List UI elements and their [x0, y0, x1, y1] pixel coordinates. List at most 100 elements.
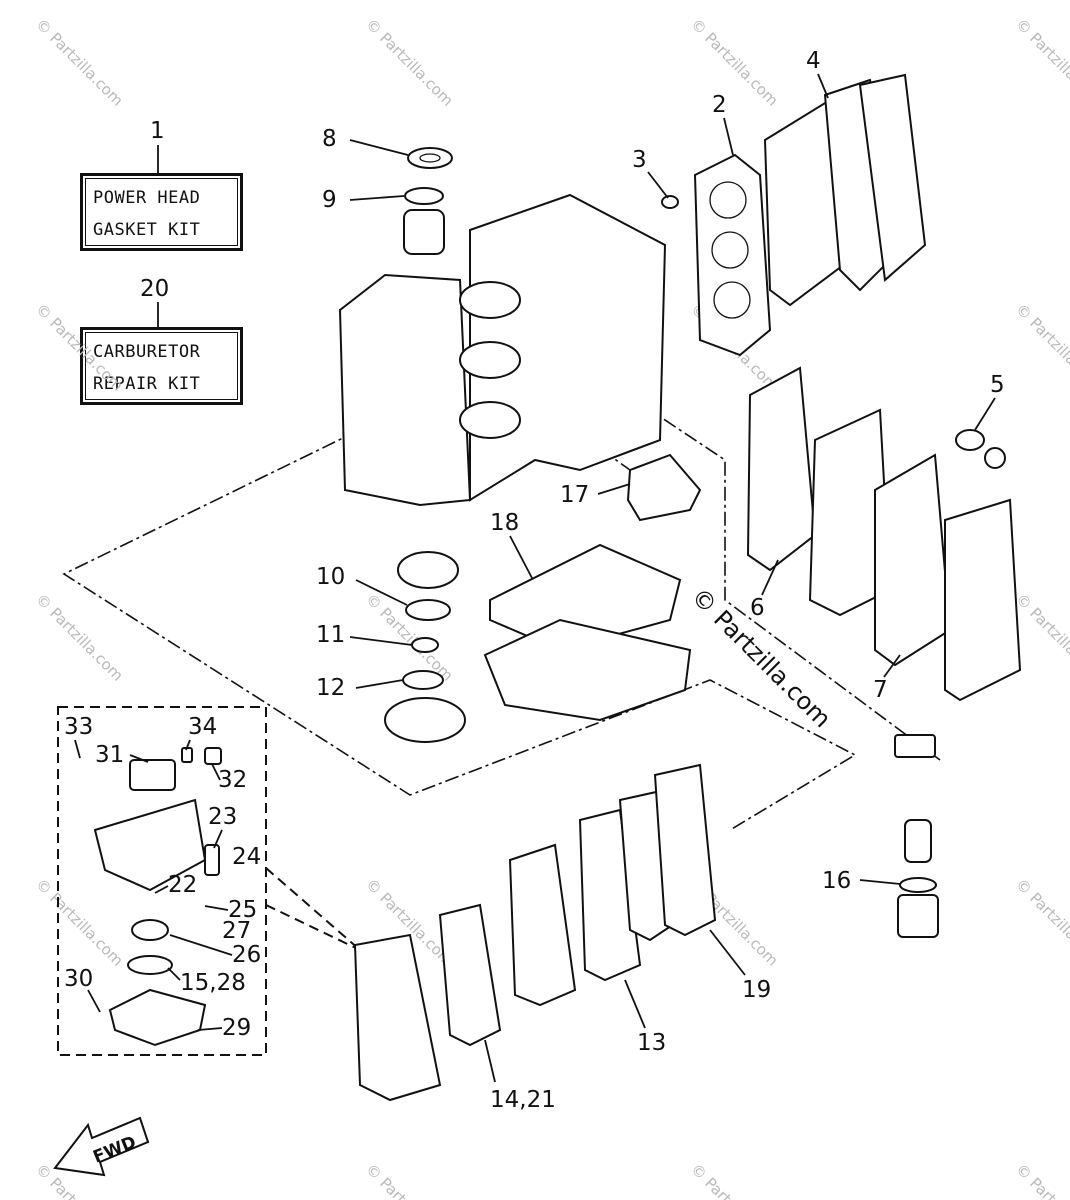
leader-line — [484, 1039, 496, 1083]
callout-31: 31 — [95, 742, 124, 768]
leader-line — [197, 1027, 223, 1031]
callout-17: 17 — [560, 482, 589, 508]
callout-16: 16 — [822, 868, 851, 894]
leader-line — [974, 397, 996, 431]
oil-seal-11 — [411, 637, 439, 653]
thermostat-base — [897, 894, 939, 938]
carburetor-kit-line1: CARBURETOR — [93, 342, 201, 362]
carburetor-float-bowl — [108, 988, 207, 1047]
watermark: © Partzilla.com — [687, 1160, 782, 1200]
jet-23 — [204, 844, 220, 876]
callout-11: 11 — [316, 622, 345, 648]
callout-23: 23 — [208, 804, 237, 830]
callout-3: 3 — [632, 147, 647, 173]
housing-cap — [384, 697, 466, 743]
watermark: © Partzilla.com — [32, 300, 127, 395]
manifold-gasket-14 — [438, 903, 502, 1047]
fwd-arrow: FWD — [53, 1116, 150, 1177]
piston — [459, 341, 521, 379]
callout-18: 18 — [490, 510, 519, 536]
base-gasket-18 — [489, 543, 682, 652]
leader-line — [204, 905, 229, 911]
cover-17 — [626, 453, 702, 522]
carburetor-gasket-15-28 — [127, 955, 173, 975]
callout-22: 22 — [168, 872, 197, 898]
watermark: © Partzilla.com — [32, 875, 127, 970]
gasket-bore — [709, 181, 747, 219]
callout-20: 20 — [140, 276, 169, 302]
cap-32 — [204, 747, 222, 765]
callout-24: 24 — [232, 844, 261, 870]
fwd-arrow-shape — [53, 1116, 150, 1177]
assembly-line — [559, 349, 941, 761]
watermark: © Partzilla.com — [362, 1160, 457, 1200]
carburetor-group-box — [57, 706, 267, 1056]
callout-33: 33 — [64, 714, 93, 740]
power-head-kit-line1: POWER HEAD — [93, 188, 201, 208]
watermark: © Partzilla.com — [362, 15, 457, 110]
callout-34: 34 — [188, 714, 217, 740]
exhaust-gasket-6 — [746, 366, 817, 572]
gasket-bore — [713, 281, 751, 319]
leader-line — [185, 739, 191, 751]
carburetor-link-line — [265, 867, 361, 951]
o-ring-12 — [402, 670, 444, 690]
cylinder-head — [763, 98, 852, 307]
callout-2: 2 — [712, 92, 727, 118]
callout-32: 32 — [218, 767, 247, 793]
screw-34 — [181, 747, 193, 763]
callout-13: 13 — [637, 1030, 666, 1056]
oil-seal-8-inner — [419, 153, 441, 163]
callout-1: 1 — [150, 118, 165, 144]
callout-7: 7 — [873, 677, 888, 703]
head-cover — [858, 73, 927, 282]
crankcase-block — [338, 273, 472, 507]
leader-line — [624, 979, 646, 1029]
callout-15-28: 15,28 — [180, 970, 246, 996]
o-ring-16 — [899, 877, 937, 893]
bearing-lower — [397, 551, 459, 589]
watermark: © Partzilla.com — [1012, 300, 1070, 395]
callout-8: 8 — [322, 126, 337, 152]
assembly-line — [62, 419, 857, 831]
thermostat — [904, 819, 932, 863]
callout-29: 29 — [222, 1015, 251, 1041]
leader-line — [647, 171, 669, 199]
leader-line — [169, 934, 233, 956]
leader-line — [213, 829, 223, 849]
leader-line — [74, 739, 81, 759]
watermark: © Partzilla.com — [1012, 1160, 1070, 1200]
leader-line — [129, 754, 149, 763]
gasket-bore — [711, 231, 749, 269]
leader-line — [597, 483, 631, 495]
oil-pan — [483, 618, 692, 722]
callout-6: 6 — [750, 595, 765, 621]
leader-line — [349, 139, 409, 156]
needle-valve-26 — [131, 919, 169, 941]
callout-26: 26 — [232, 942, 261, 968]
carburetor-kit-line2: REPAIR KIT — [93, 374, 201, 394]
piston — [459, 281, 521, 319]
leader-line — [355, 679, 404, 689]
reed-plate — [508, 843, 577, 1007]
callout-4: 4 — [806, 48, 821, 74]
callout-10: 10 — [316, 564, 345, 590]
leader-line — [883, 654, 901, 678]
oil-seal-10 — [405, 599, 451, 621]
leader-line — [349, 195, 405, 201]
carburetor-link-line — [265, 904, 361, 951]
callout-5: 5 — [990, 372, 1005, 398]
callout-25: 25 — [228, 897, 257, 923]
gasket-19 — [653, 763, 717, 937]
leader-line — [859, 879, 901, 885]
piston — [459, 401, 521, 439]
leader-line — [761, 559, 779, 596]
leader-line — [167, 967, 181, 981]
exhaust-gasket-7 — [874, 453, 952, 667]
callout-12: 12 — [316, 675, 345, 701]
watermark: © Partzilla.com — [1012, 875, 1070, 970]
exhaust-cover — [944, 498, 1022, 702]
head-gasket-2 — [693, 153, 772, 357]
leader-line — [355, 579, 408, 606]
